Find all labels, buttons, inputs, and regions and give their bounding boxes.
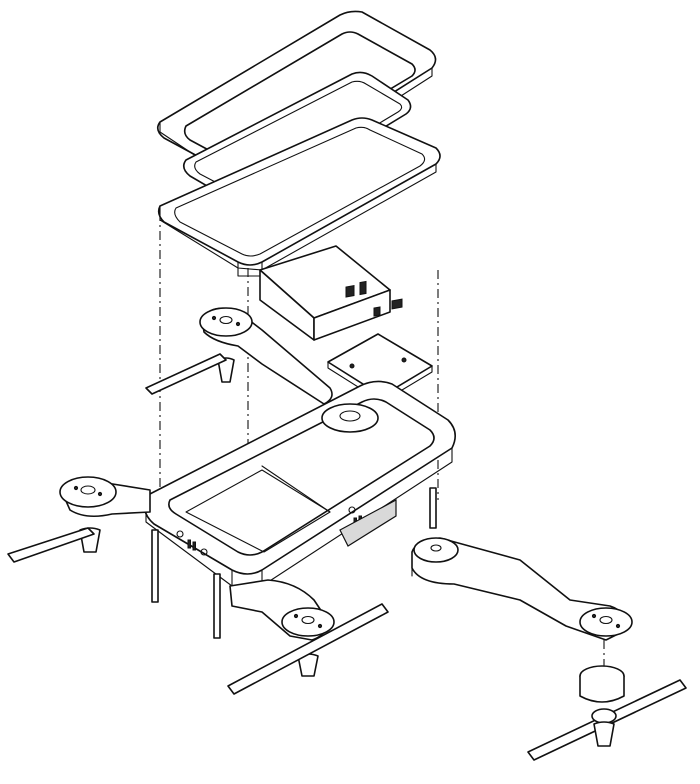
battery-pack	[259, 245, 391, 341]
motor-cap	[579, 640, 625, 703]
arm-front-left	[7, 476, 151, 563]
device-tray	[157, 117, 441, 277]
arm-rear-left	[145, 307, 333, 405]
main-frame	[143, 380, 456, 587]
arm-detached-right	[411, 537, 633, 641]
arm-front-center	[227, 579, 389, 695]
control-board	[327, 280, 433, 403]
landing-legs	[151, 487, 437, 639]
propeller	[527, 679, 687, 761]
